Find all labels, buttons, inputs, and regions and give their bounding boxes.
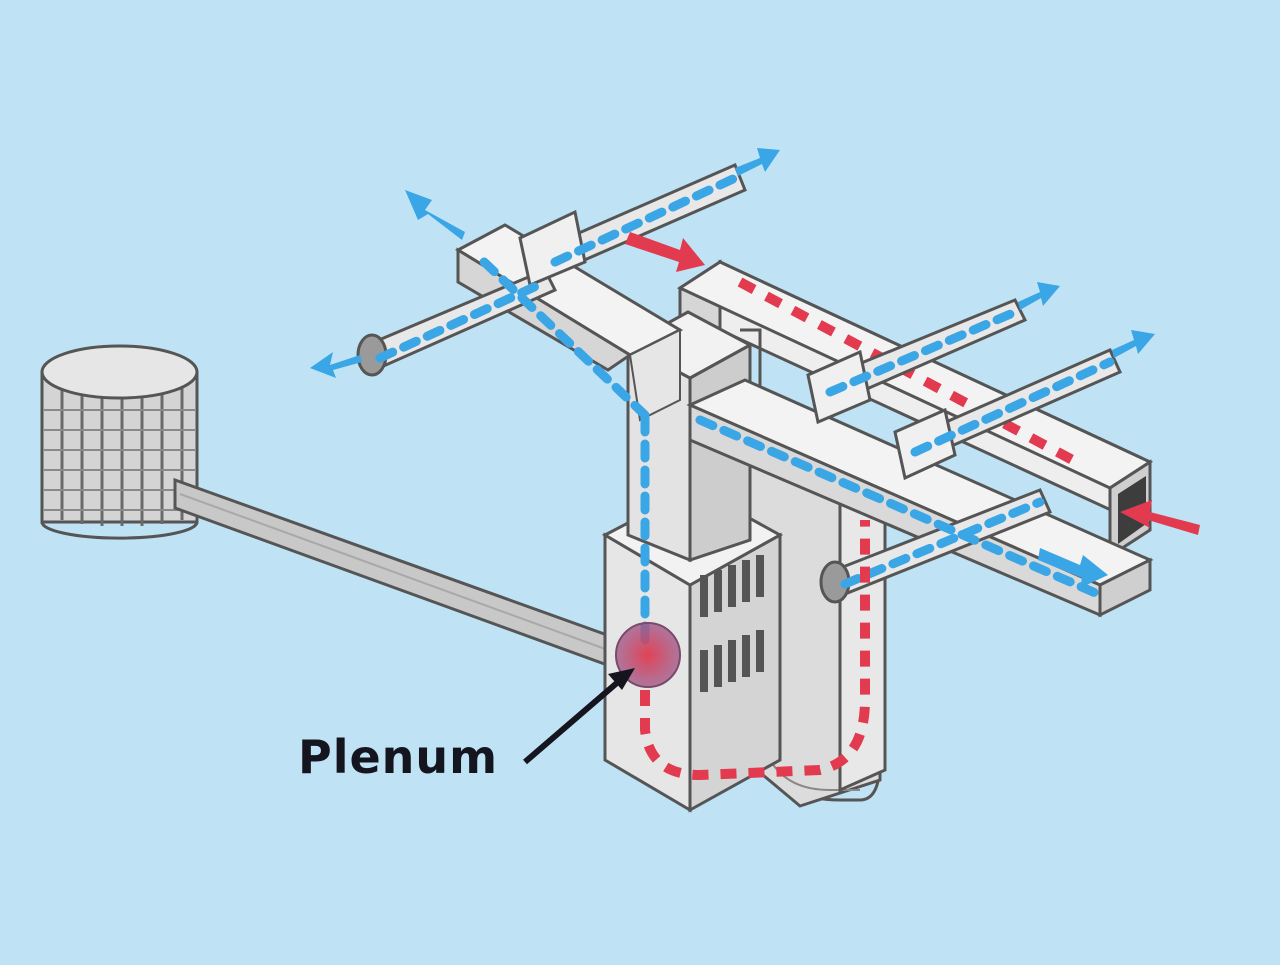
return-airflow-drop	[640, 520, 870, 781]
supply-arrow-top-left	[405, 190, 465, 240]
supply-arrow-top	[735, 148, 780, 176]
supply-arrow-right-lower	[1112, 330, 1155, 358]
refrigerant-line	[173, 477, 612, 669]
supply-arrow-bottom-right	[1038, 548, 1108, 588]
furnace-grille-upper	[700, 555, 764, 617]
furnace-grille-lower	[700, 630, 764, 692]
supply-arrow-right-upper	[1018, 282, 1060, 310]
plenum-pointer	[523, 668, 635, 765]
return-arrow-right	[1120, 500, 1200, 535]
supply-airflow	[375, 173, 1115, 645]
return-arrow-top	[625, 232, 705, 272]
return-arrows	[625, 232, 1200, 535]
supply-arrows	[310, 148, 1155, 588]
return-airflow-trunk	[737, 277, 1083, 469]
supply-arrow-left	[310, 352, 362, 378]
outdoor-condenser	[40, 344, 199, 540]
plenum-label: Plenum	[298, 730, 499, 784]
